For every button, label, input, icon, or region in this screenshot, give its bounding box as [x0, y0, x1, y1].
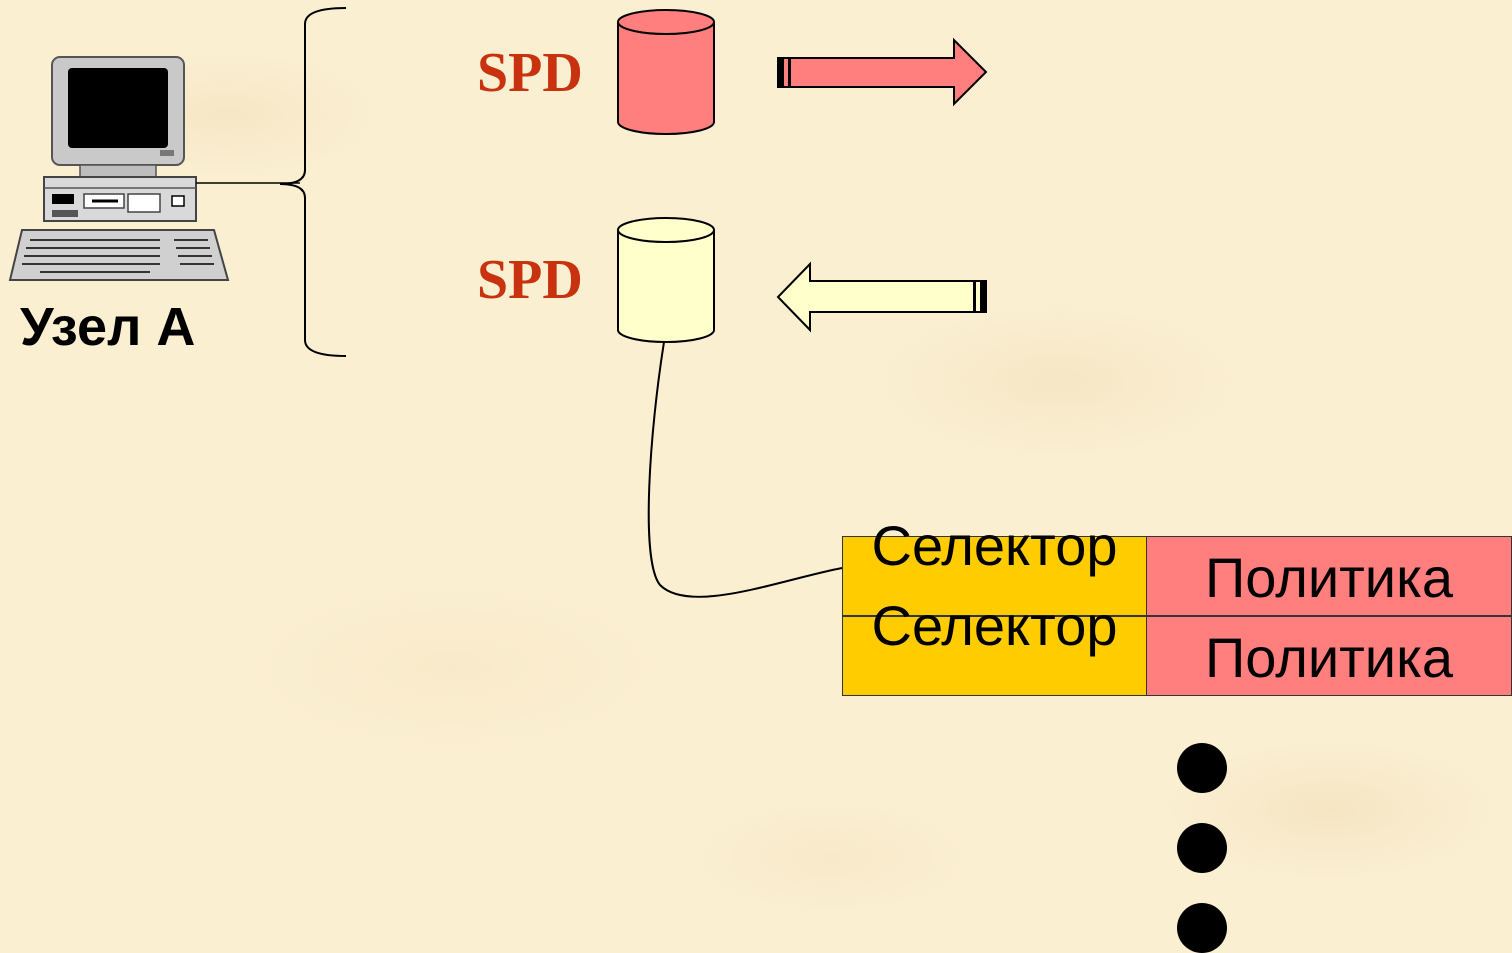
table-row: Селектор Политика: [842, 595, 1512, 696]
ellipsis-dot: [1177, 823, 1227, 873]
database-cylinder-icon: [617, 217, 715, 343]
table-row: Селектор Политика: [842, 515, 1512, 616]
ellipsis-dot: [1177, 743, 1227, 793]
brace-icon: [279, 7, 347, 357]
policy-text: Политика: [1205, 626, 1453, 689]
node-label: Узел А: [20, 297, 196, 357]
policy-cell: Политика: [1147, 616, 1512, 696]
policy-cell: Политика: [1147, 536, 1512, 616]
spd-label-outbound: SPD: [477, 42, 583, 104]
desktop-computer-icon: [8, 56, 230, 281]
selector-cell: Селектор: [842, 595, 1147, 696]
policy-text: Политика: [1205, 546, 1453, 609]
database-cylinder-icon: [617, 9, 715, 135]
selector-text: Селектор: [871, 594, 1118, 657]
spd-to-table-connector: [647, 341, 843, 598]
selector-cell: Селектор: [842, 515, 1147, 616]
selector-text: Селектор: [871, 514, 1118, 577]
ellipsis-dot: [1177, 903, 1227, 953]
spd-label-inbound: SPD: [477, 249, 583, 311]
arrow-left-icon: [776, 261, 987, 333]
arrow-right-icon: [777, 37, 988, 107]
